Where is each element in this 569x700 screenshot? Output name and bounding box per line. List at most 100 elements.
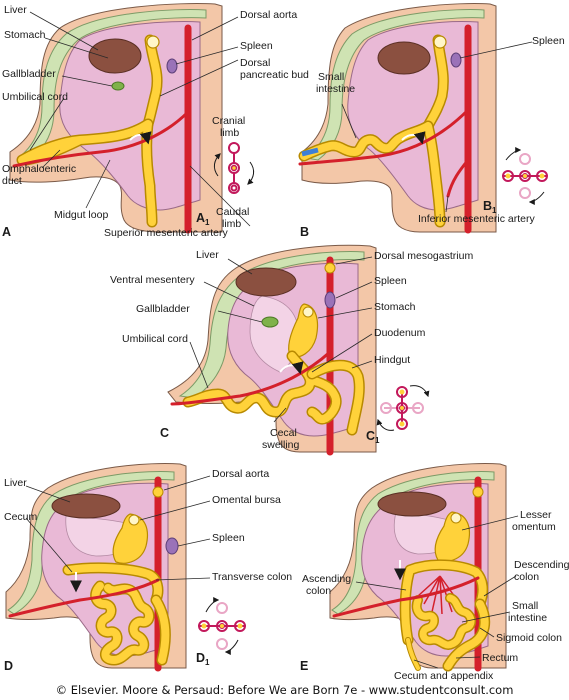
label-umbilical-cord: Umbilical cord: [2, 91, 68, 103]
sub-letter-c1: C1: [366, 429, 380, 445]
esophagus-lumen: [146, 35, 160, 49]
label-cranial-2: limb: [220, 127, 239, 139]
label-liver: Liver: [4, 477, 27, 489]
dorsal-aorta-lumen: [152, 486, 164, 498]
rotation-arrow: [401, 131, 426, 145]
superior-mesenteric-artery: [332, 576, 480, 618]
label-descending-2: colon: [514, 571, 539, 583]
label-dorsal-aorta: Dorsal aorta: [212, 468, 269, 480]
liver: [88, 38, 142, 74]
panel-letter-b: B: [300, 225, 309, 239]
label-cecum: Cecum: [4, 511, 38, 523]
label-liver: Liver: [196, 249, 219, 261]
panel-e-embryo: [329, 463, 507, 672]
liver: [235, 267, 297, 297]
label-duodenum: Duodenum: [374, 327, 426, 339]
liver: [51, 493, 121, 519]
spleen: [166, 58, 178, 74]
label-spleen: Spleen: [240, 40, 273, 52]
stomach: [112, 513, 149, 564]
label-small-intestine-1: Small: [318, 71, 344, 83]
panel-e: Lesser omentum Ascending colon Descendin…: [300, 463, 569, 682]
label-umbilical-cord: Umbilical cord: [122, 333, 188, 345]
ectoderm-layer: [304, 9, 485, 161]
label-spleen: Spleen: [532, 35, 565, 47]
gallbladder: [111, 81, 125, 91]
spleen: [324, 291, 336, 309]
label-stomach: Stomach: [4, 29, 46, 41]
label-cecum-appendix: Cecum and appendix: [394, 670, 494, 682]
rotation-diagram-a1: [213, 142, 255, 194]
label-dorsal-mesogastrium: Dorsal mesogastrium: [374, 250, 473, 262]
rotation-diagram-d1: [198, 597, 246, 655]
rotation-diagram-c1: [376, 385, 430, 431]
label-dorsal-aorta: Dorsal aorta: [240, 9, 297, 21]
label-ascending-1: Ascending: [302, 573, 351, 585]
label-small-1: Small: [512, 600, 538, 612]
label-ventral-mesentery: Ventral mesentery: [110, 274, 195, 286]
peritoneal-cavity: [59, 21, 201, 211]
label-spleen: Spleen: [212, 532, 245, 544]
label-transverse-colon: Transverse colon: [212, 571, 292, 583]
panel-d: Liver Cecum Dorsal aorta Omental bursa S…: [4, 463, 292, 673]
sub-letter-a1: A1: [196, 211, 210, 227]
gallbladder: [261, 316, 279, 328]
label-dorsal-pancreatic-2: pancreatic bud: [240, 69, 309, 81]
esophagus-lumen: [450, 512, 462, 524]
umbilical-vessels: [301, 147, 319, 157]
esophagus-lumen: [302, 306, 314, 318]
label-gallbladder: Gallbladder: [2, 68, 56, 80]
panel-a-embryo: [9, 3, 223, 234]
rotation-arrow: [279, 361, 304, 375]
label-ascending-2: colon: [306, 585, 331, 597]
liver: [377, 491, 447, 517]
panel-c-embryo: [167, 244, 377, 456]
dorsal-aorta-lumen: [472, 486, 484, 498]
label-lesser-1: Lesser: [520, 509, 552, 521]
label-stomach: Stomach: [374, 301, 416, 313]
label-omphaloenteric-2: duct: [2, 175, 22, 187]
label-cecal-1: Cecal: [270, 427, 297, 439]
label-small-intestine-2: intestine: [316, 83, 355, 95]
superior-mesenteric-artery: [12, 110, 190, 168]
spleen: [450, 52, 462, 68]
panel-a: Liver Stomach Gallbladder Umbilical cord…: [2, 3, 309, 239]
esophagus-lumen: [128, 514, 140, 526]
label-omphaloenteric-1: Omphaloenteric: [2, 163, 76, 175]
spleen: [165, 537, 179, 555]
liver: [377, 41, 431, 75]
label-spleen: Spleen: [374, 275, 407, 287]
label-cranial-1: Cranial: [212, 115, 245, 127]
panel-letter-d: D: [4, 659, 13, 673]
label-cecal-2: swelling: [262, 439, 300, 451]
panel-letter-a: A: [2, 225, 11, 239]
superior-mesenteric-artery: [170, 350, 332, 406]
label-rectum: Rectum: [482, 652, 518, 664]
label-liver: Liver: [4, 4, 27, 16]
panel-d-embryo: [5, 463, 187, 672]
label-gallbladder: Gallbladder: [136, 303, 190, 315]
label-lesser-2: omentum: [512, 521, 556, 533]
panel-b-embryo: [298, 3, 497, 234]
label-ima: Inferior mesenteric artery: [418, 213, 535, 225]
dorsal-aorta-lumen: [324, 262, 336, 274]
label-descending-1: Descending: [514, 559, 569, 571]
sub-letter-b1: B1: [483, 199, 497, 215]
superior-mesenteric-artery: [298, 108, 470, 166]
ectoderm-layer: [16, 9, 207, 161]
label-hindgut: Hindgut: [374, 354, 410, 366]
panel-letter-c: C: [160, 426, 169, 440]
copyright-credit: © Elsevier. Moore & Persaud: Before We a…: [55, 683, 514, 697]
sub-letter-d1: D1: [196, 651, 210, 667]
esophagus-lumen: [433, 35, 447, 49]
label-omental-bursa: Omental bursa: [212, 494, 281, 506]
label-caudal-1: Caudal: [216, 206, 249, 218]
rotation-arrow: [129, 131, 152, 145]
panel-letter-e: E: [300, 659, 308, 673]
label-midgut-loop: Midgut loop: [54, 209, 108, 221]
panel-b: Spleen Small intestine Inferior mesenter…: [298, 3, 565, 239]
label-sigmoid: Sigmoid colon: [496, 632, 562, 644]
inferior-mesenteric-artery: [446, 158, 470, 198]
label-caudal-2: limb: [222, 218, 241, 230]
